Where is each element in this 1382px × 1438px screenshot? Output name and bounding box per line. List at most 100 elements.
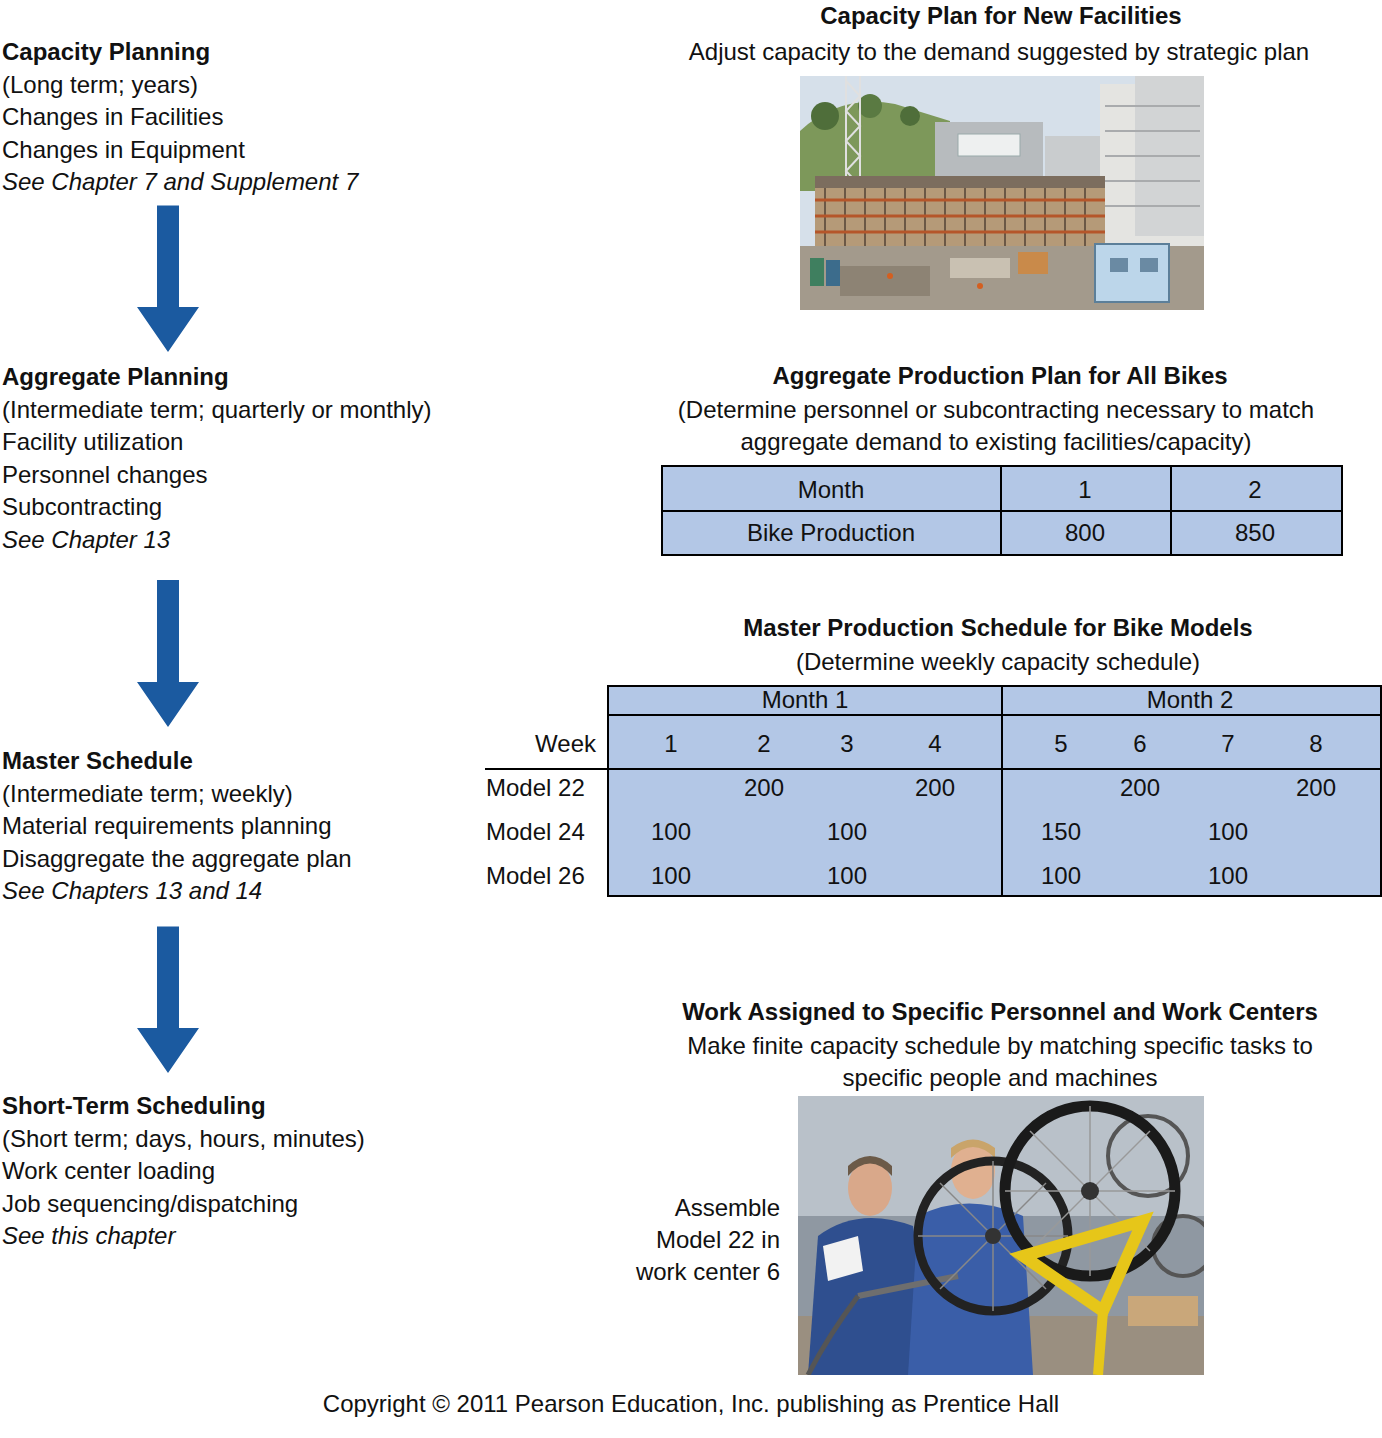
aggregate-table xyxy=(1170,466,1172,555)
table-header: 1 xyxy=(1005,474,1165,506)
table-cell: 850 xyxy=(1175,517,1335,549)
stage-detail: Material requirements planning xyxy=(2,810,522,843)
chapter-reference: See Chapter 7 and Supplement 7 xyxy=(2,166,522,199)
panel-subtitle: Adjust capacity to the demand suggested … xyxy=(619,36,1379,68)
stage-detail: Changes in Equipment xyxy=(2,134,522,167)
flow-arrow xyxy=(137,206,199,353)
construction-photo xyxy=(904,188,906,248)
table-header: Month 1 xyxy=(655,684,955,716)
chapter-reference: See Chapter 13 xyxy=(2,524,522,557)
construction-photo xyxy=(958,134,1020,156)
stage-detail: Work center loading xyxy=(2,1155,522,1188)
stage-heading: Short-Term Scheduling xyxy=(2,1090,522,1123)
construction-photo xyxy=(1024,188,1026,248)
table-cell: 100 xyxy=(807,816,887,848)
construction-photo xyxy=(1140,258,1158,272)
chapter-reference: See this chapter xyxy=(2,1220,522,1253)
assembly-photo xyxy=(1023,1221,1143,1311)
construction-photo xyxy=(1084,188,1086,248)
construction-photo xyxy=(1064,188,1066,248)
schedule-table xyxy=(485,768,1382,770)
table-header: 3 xyxy=(817,728,877,760)
planning-stage: Master Schedule(Intermediate term; weekl… xyxy=(2,745,522,908)
photo-caption: Assemble Model 22 in work center 6 xyxy=(610,1192,780,1288)
construction-photo xyxy=(984,188,986,248)
table-header: Month 2 xyxy=(1040,684,1340,716)
aggregate-table xyxy=(662,466,1342,555)
construction-photo xyxy=(815,215,1105,218)
panel-subtitle: Make finite capacity schedule by matchin… xyxy=(680,1030,1320,1094)
construction-photo xyxy=(944,188,946,248)
construction-photo xyxy=(815,200,1105,232)
stage-detail: Personnel changes xyxy=(2,459,522,492)
stage-heading: Capacity Planning xyxy=(2,36,522,69)
stage-heading: Master Schedule xyxy=(2,745,522,778)
panel-title: Work Assigned to Specific Personnel and … xyxy=(620,996,1380,1028)
construction-photo xyxy=(1105,130,1200,132)
construction-photo xyxy=(1105,106,1200,206)
construction-photo xyxy=(1004,188,1006,248)
construction-photo xyxy=(884,188,886,248)
construction-photo xyxy=(811,102,839,130)
flow-arrow xyxy=(137,580,199,727)
construction-photo xyxy=(1105,205,1200,207)
aggregate-table xyxy=(1000,466,1002,555)
assembly-photo xyxy=(823,1236,863,1281)
stage-detail: Job sequencing/dispatching xyxy=(2,1188,522,1221)
aggregate-table xyxy=(662,466,1342,555)
stage-detail: Facility utilization xyxy=(2,426,522,459)
construction-photo xyxy=(950,258,1010,278)
table-header: 4 xyxy=(905,728,965,760)
stage-detail: (Long term; years) xyxy=(2,69,522,102)
planning-stage: Short-Term Scheduling(Short term; days, … xyxy=(2,1090,522,1253)
stage-detail: (Intermediate term; weekly) xyxy=(2,778,522,811)
table-header: 5 xyxy=(1031,728,1091,760)
construction-photo xyxy=(815,188,1105,248)
panel-title: Master Production Schedule for Bike Mode… xyxy=(648,612,1348,644)
schedule-table xyxy=(485,686,1382,896)
stage-detail: Subcontracting xyxy=(2,491,522,524)
table-header: 7 xyxy=(1198,728,1258,760)
panel-title: Aggregate Production Plan for All Bikes xyxy=(650,360,1350,392)
stage-heading: Aggregate Planning xyxy=(2,361,522,394)
assembly-photo xyxy=(848,1156,892,1176)
assembly-photo xyxy=(940,1183,1046,1289)
construction-photo xyxy=(1044,188,1046,248)
table-cell: 100 xyxy=(1188,860,1268,892)
table-header: Month xyxy=(681,474,981,506)
construction-photo xyxy=(1105,180,1200,182)
table-cell: 100 xyxy=(1188,816,1268,848)
row-header: Model 24 xyxy=(486,816,604,848)
construction-photo xyxy=(846,76,860,191)
table-cell: 200 xyxy=(1100,772,1180,804)
assembly-photo xyxy=(951,1140,995,1159)
flow-arrow xyxy=(137,927,199,1074)
stage-detail: Disaggregate the aggregate plan xyxy=(2,843,522,876)
stage-detail: (Short term; days, hours, minutes) xyxy=(2,1123,522,1156)
panel-subtitle: (Determine personnel or subcontracting n… xyxy=(656,394,1336,458)
assembly-photo xyxy=(808,1296,858,1375)
construction-photo xyxy=(800,76,1204,310)
row-header: Model 26 xyxy=(486,860,604,892)
table-cell: 100 xyxy=(1021,860,1101,892)
assembly-photo xyxy=(985,1228,1001,1244)
construction-photo xyxy=(1095,244,1169,302)
construction-photo xyxy=(1105,105,1200,107)
construction-photo xyxy=(859,76,861,191)
row-header: Bike Production xyxy=(681,517,981,549)
construction-photo xyxy=(826,260,840,286)
table-cell: 200 xyxy=(1276,772,1356,804)
table-header: 2 xyxy=(734,728,794,760)
assembly-photo xyxy=(940,1183,1046,1289)
panel-subtitle: (Determine weekly capacity schedule) xyxy=(698,646,1298,678)
table-cell: 100 xyxy=(807,860,887,892)
construction-photo xyxy=(800,76,1204,310)
assembly-photo xyxy=(798,1096,1204,1375)
table-cell: 150 xyxy=(1021,816,1101,848)
assembly-photo xyxy=(798,1096,1213,1375)
table-cell: 200 xyxy=(895,772,975,804)
panel-title: Capacity Plan for New Facilities xyxy=(621,0,1381,32)
table-header: 1 xyxy=(641,728,701,760)
